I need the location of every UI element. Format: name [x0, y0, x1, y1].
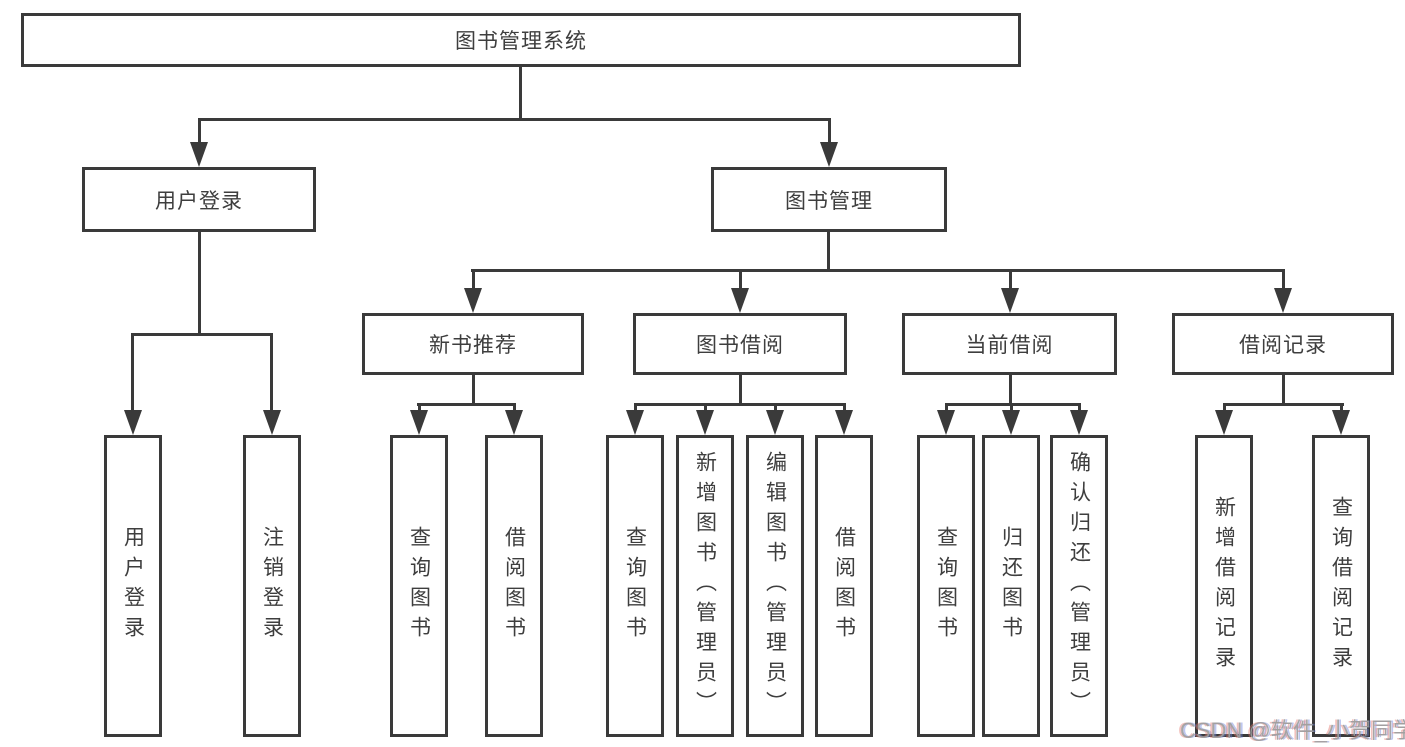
leaf-query-books-recommend-label: 查询图书 [407, 526, 431, 646]
connector-arrow-query2-stem [634, 403, 637, 412]
node-new-book-recommend: 新书推荐 [362, 313, 584, 375]
leaf-query-borrow-record: 查询借阅记录 [1312, 435, 1370, 737]
csdn-watermark: CSDN @软件_小贺同学 [1180, 718, 1405, 743]
connector-arrow-borrow-stem [739, 269, 742, 290]
arrowhead-queryrecord [1332, 410, 1350, 435]
connector-records-split [1223, 403, 1344, 406]
arrowhead-query3 [937, 410, 955, 435]
leaf-add-book-admin-label: 新增图书（管理员） [693, 451, 717, 721]
leaf-query-books-current-label: 查询图书 [934, 526, 958, 646]
arrowhead-return [1002, 410, 1020, 435]
connector-borrow-group-split [634, 403, 846, 406]
connector-root-split [198, 118, 830, 121]
connector-arrow-borrow1-stem [513, 403, 516, 412]
connector-arrow-user-login-stem [198, 118, 201, 144]
connector-arrow-query3-stem [945, 403, 948, 412]
leaf-query-books-current: 查询图书 [917, 435, 975, 737]
connector-user-login-stem [198, 232, 201, 336]
leaf-confirm-return-admin-label: 确认归还（管理员） [1067, 451, 1091, 721]
node-user-login-label: 用户登录 [155, 189, 243, 213]
leaf-return-book-label: 归还图书 [999, 526, 1023, 646]
connector-current-split [945, 403, 1081, 406]
arrowhead-user-login [190, 142, 208, 167]
leaf-user-login: 用户登录 [104, 435, 162, 737]
leaf-logout-label: 注销登录 [260, 526, 284, 646]
connector-arrow-borrow2-stem [843, 403, 846, 412]
connector-arrow-addbook-stem [704, 403, 707, 412]
node-book-borrow: 图书借阅 [633, 313, 847, 375]
leaf-add-borrow-record-label: 新增借阅记录 [1212, 496, 1236, 676]
arrowhead-borrow2 [835, 410, 853, 435]
arrowhead-addbook [696, 410, 714, 435]
leaf-query-books-borrow-label: 查询图书 [623, 526, 647, 646]
leaf-logout: 注销登录 [243, 435, 301, 737]
leaf-add-borrow-record: 新增借阅记录 [1195, 435, 1253, 737]
connector-recommend-stem [472, 375, 475, 406]
arrowhead-query2 [626, 410, 644, 435]
connector-records-stem [1282, 375, 1285, 406]
leaf-add-book-admin: 新增图书（管理员） [676, 435, 734, 737]
arrowhead-addrecord [1215, 410, 1233, 435]
connector-current-stem [1009, 375, 1012, 406]
arrowhead-records [1274, 288, 1292, 313]
arrowhead-query1 [410, 410, 428, 435]
arrowhead-leaf-logout [263, 410, 281, 435]
arrowhead-borrow [731, 288, 749, 313]
connector-user-login-split [131, 333, 273, 336]
leaf-query-borrow-record-label: 查询借阅记录 [1329, 496, 1353, 676]
leaf-borrow-books-borrow-label: 借阅图书 [832, 526, 856, 646]
arrowhead-leaf-user-login [124, 410, 142, 435]
connector-recommend-split [417, 403, 516, 406]
connector-arrow-queryrecord-stem [1340, 403, 1343, 412]
connector-arrow-query1-stem [418, 403, 421, 412]
connector-arrow-return-stem [1010, 403, 1013, 412]
leaf-edit-book-admin-label: 编辑图书（管理员） [763, 451, 787, 721]
arrowhead-confirm [1070, 410, 1088, 435]
arrowhead-current [1001, 288, 1019, 313]
connector-root-stem [519, 67, 522, 121]
leaf-user-login-label: 用户登录 [121, 526, 145, 646]
arrowhead-borrow1 [505, 410, 523, 435]
connector-arrow-recommend-stem [472, 269, 475, 290]
node-borrow-records-label: 借阅记录 [1239, 334, 1327, 357]
connector-arrow-leaf-logout-stem [270, 333, 273, 412]
arrowhead-recommend [464, 288, 482, 313]
connector-arrow-current-stem [1009, 269, 1012, 290]
leaf-borrow-books-recommend-label: 借阅图书 [502, 526, 526, 646]
node-current-borrow: 当前借阅 [902, 313, 1117, 375]
node-root: 图书管理系统 [21, 13, 1021, 67]
leaf-query-books-recommend: 查询图书 [390, 435, 448, 737]
node-current-borrow-label: 当前借阅 [965, 334, 1054, 357]
connector-book-mgmt-stem [827, 232, 830, 272]
leaf-confirm-return-admin: 确认归还（管理员） [1050, 435, 1108, 737]
connector-arrow-records-stem [1282, 269, 1285, 290]
leaf-borrow-books-recommend: 借阅图书 [485, 435, 543, 737]
node-user-login: 用户登录 [82, 167, 316, 232]
connector-arrow-editbook-stem [774, 403, 777, 412]
node-book-management: 图书管理 [711, 167, 947, 232]
leaf-edit-book-admin: 编辑图书（管理员） [746, 435, 804, 737]
connector-arrow-book-mgmt-stem [828, 118, 831, 144]
node-book-management-label: 图书管理 [785, 189, 873, 213]
node-root-label: 图书管理系统 [455, 30, 587, 53]
connector-arrow-addrecord-stem [1223, 403, 1226, 412]
node-borrow-records: 借阅记录 [1172, 313, 1394, 375]
node-new-book-recommend-label: 新书推荐 [429, 334, 517, 357]
node-book-borrow-label: 图书借阅 [696, 334, 784, 357]
connector-book-mgmt-split [471, 269, 1285, 272]
arrowhead-editbook [766, 410, 784, 435]
connector-arrow-leaf-user-login-stem [131, 333, 134, 412]
leaf-return-book: 归还图书 [982, 435, 1040, 737]
connector-borrow-group-stem [739, 375, 742, 406]
arrowhead-book-mgmt [820, 142, 838, 167]
leaf-borrow-books-borrow: 借阅图书 [815, 435, 873, 737]
connector-arrow-confirm-stem [1078, 403, 1081, 412]
leaf-query-books-borrow: 查询图书 [606, 435, 664, 737]
